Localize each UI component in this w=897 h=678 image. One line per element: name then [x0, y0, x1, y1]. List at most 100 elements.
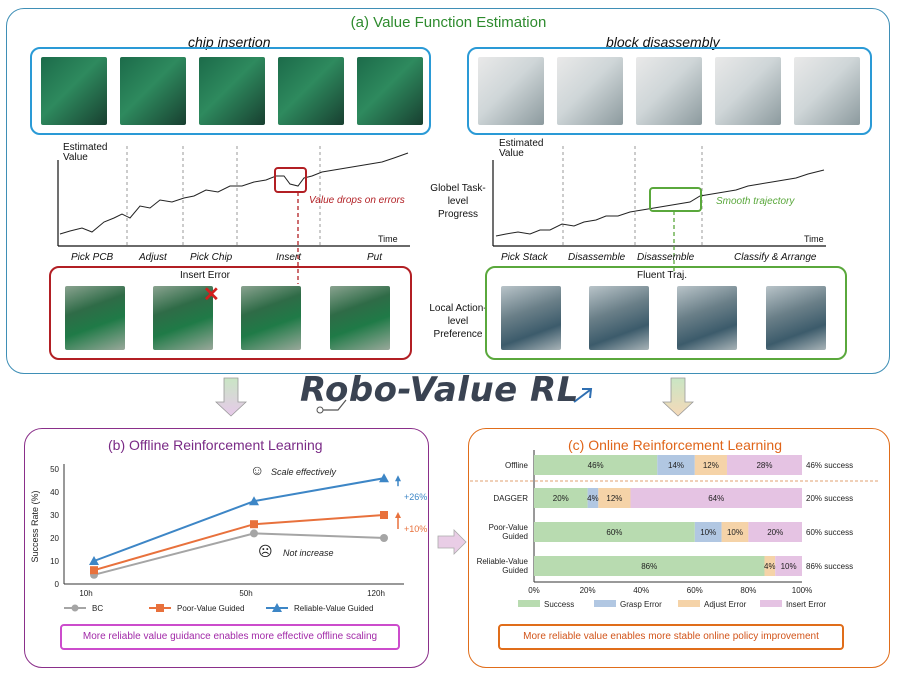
global-progress-label: Globel Task-level Progress: [430, 183, 486, 220]
y-tick-label: 30: [50, 511, 59, 520]
bar-segment: [598, 488, 631, 508]
local-preference-label: Local Action-level Preference: [429, 303, 487, 340]
segment-label: 10%: [700, 528, 716, 537]
bar-segment: [721, 522, 749, 542]
data-point: [250, 520, 258, 529]
bar-segment: [694, 522, 722, 542]
legend-label: BC: [92, 604, 103, 613]
y-tick-label: 40: [50, 488, 59, 497]
right-value-curve: [492, 146, 826, 274]
legend-swatch: [678, 600, 700, 607]
success-label: 46% success: [806, 461, 853, 470]
smooth-trajectory-annotation: Smooth trajectory: [716, 196, 795, 207]
chip-photo-5: [357, 57, 423, 125]
blue-delta-arrowhead: [395, 475, 401, 482]
series-line-reliable-value-guided: [93, 477, 385, 562]
chip-photo-3: [199, 57, 265, 125]
legend-marker: [156, 604, 164, 612]
series-line-bc: [93, 532, 385, 576]
bar-segment: [726, 455, 802, 475]
legend-marker: [272, 603, 282, 612]
orange-delta-label: +10%: [404, 524, 428, 534]
data-point: [90, 566, 98, 575]
x-tick-label: 40%: [633, 586, 649, 595]
right-y-axis-label: Estimated Value: [499, 138, 544, 159]
down-arrow-right: [661, 377, 695, 417]
bar-segment: [657, 455, 695, 475]
insert-error-label: Insert Error: [180, 270, 231, 281]
x-tick-label: 80%: [740, 586, 756, 595]
chip-insertion-photo-strip: [30, 47, 431, 135]
offline-rl-panel: [24, 428, 429, 668]
y-tick-label: 0: [55, 580, 60, 589]
block-photo-3: [636, 57, 702, 125]
panel-a-title: (a) Value Function Estimation: [350, 14, 547, 31]
success-label: 86% success: [806, 562, 853, 571]
legend-swatch: [518, 600, 540, 607]
fluent-photo-2: [589, 286, 649, 350]
row-label: Reliable-Value: [477, 557, 529, 566]
data-point: [379, 473, 389, 483]
series-line-poor-value-guided: [93, 514, 385, 572]
segment-label: 46%: [588, 461, 604, 470]
row-label: Offline: [505, 461, 529, 470]
right-arrow: [437, 529, 467, 555]
legend-swatch: [760, 600, 782, 607]
block-disassembly-title: block disassembly: [606, 34, 720, 50]
row-label: Poor-Value: [489, 523, 529, 532]
stage-label: Adjust: [139, 252, 167, 263]
segment-label: 14%: [668, 461, 684, 470]
blue-delta-label: +26%: [404, 492, 428, 502]
frown-icon: ☹: [258, 543, 273, 559]
segment-label: 10%: [727, 528, 743, 537]
down-arrow-left: [214, 377, 248, 417]
fluent-traj-label: Fluent Traj.: [637, 270, 688, 281]
segment-label: 10%: [781, 562, 797, 571]
row-label: DAGGER: [493, 494, 528, 503]
block-photo-2: [557, 57, 623, 125]
stage-label: Insert: [276, 252, 302, 263]
y-tick-label: 20: [50, 534, 59, 543]
segment-label: 12%: [606, 494, 622, 503]
right-x-axis-label: Time: [804, 234, 824, 244]
x-tick-label: 20%: [580, 586, 596, 595]
segment-label: 20%: [767, 528, 783, 537]
bar-segment: [748, 522, 802, 542]
success-label: 60% success: [806, 528, 853, 537]
block-photo-4: [715, 57, 781, 125]
segment-label: 86%: [641, 562, 657, 571]
segment-label: 20%: [553, 494, 569, 503]
value-drop-annotation: Value drops on errors: [309, 195, 405, 206]
stage-label: Disassemble: [568, 252, 626, 263]
y-tick-label: 50: [50, 465, 59, 474]
left-value-curve: [57, 146, 410, 284]
left-y-axis-label: Estimated Value: [63, 142, 108, 163]
chip-photo-2: [120, 57, 186, 125]
data-point: [249, 496, 259, 506]
error-photo-1: [65, 286, 125, 350]
insert-error-box: ✕: [49, 266, 412, 360]
legend-label: Insert Error: [786, 600, 826, 609]
row-label: Guided: [502, 566, 528, 575]
data-point: [380, 534, 388, 542]
online-improvement-note: More reliable value enables more stable …: [498, 624, 844, 650]
chip-photo-1: [41, 57, 107, 125]
segment-label: 12%: [703, 461, 719, 470]
bar-segment: [694, 455, 727, 475]
smile-icon: ☺: [250, 462, 265, 478]
fluent-trajectory-box: [485, 266, 847, 360]
legend-label: Poor-Value Guided: [177, 604, 244, 613]
x-tick-label: 60%: [687, 586, 703, 595]
value-curves-svg: [57, 146, 826, 284]
legend-label: Adjust Error: [704, 600, 747, 609]
segment-label: 28%: [756, 461, 772, 470]
y-tick-label: 10: [50, 557, 59, 566]
x-tick-label: 50h: [239, 589, 252, 598]
error-cross-icon: ✕: [203, 284, 220, 306]
bar-segment: [534, 556, 765, 576]
legend-label: Success: [544, 600, 574, 609]
error-photo-4: [330, 286, 390, 350]
data-point: [89, 556, 99, 565]
bar-segment: [630, 488, 802, 508]
